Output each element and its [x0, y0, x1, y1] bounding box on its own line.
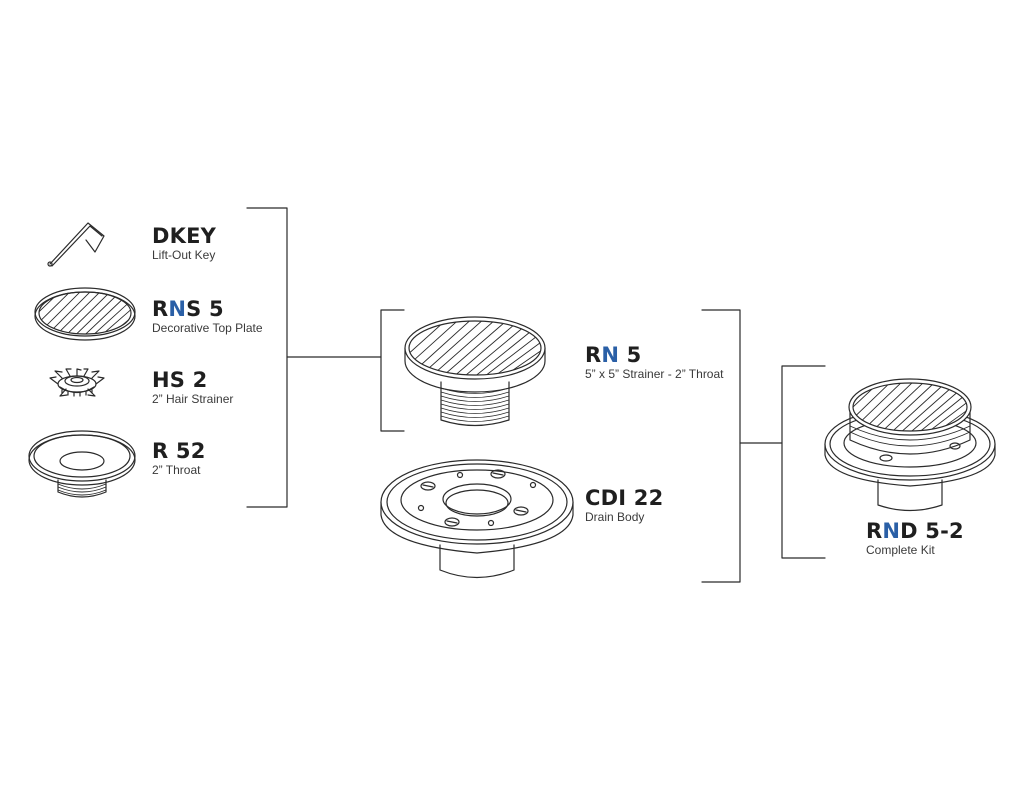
part-description: Drain Body [585, 510, 645, 524]
part-description: Lift-Out Key [152, 248, 216, 262]
part-description: 5” x 5” Strainer - 2” Throat [585, 367, 724, 381]
label-dkey: DKEY Lift-Out Key [152, 224, 217, 263]
hair-strainer-icon [49, 368, 105, 397]
part-description: Decorative Top Plate [152, 321, 263, 335]
part-description: 2” Hair Strainer [152, 392, 234, 406]
part-code: RNS 5 [152, 297, 224, 321]
strainer-assembly-icon [404, 316, 546, 427]
part-code: HS 2 [152, 368, 208, 392]
label-rns5: RNS 5 Decorative Top Plate [152, 297, 263, 336]
label-cdi22: CDI 22 Drain Body [585, 486, 664, 525]
label-hs2: HS 2 2” Hair Strainer [152, 368, 234, 407]
throat-icon [28, 430, 136, 498]
label-rnd52: RND 5-2 Complete Kit [866, 519, 964, 558]
label-r52: R 52 2” Throat [152, 439, 206, 478]
lift-out-key-icon [47, 222, 105, 267]
complete-kit-icon [824, 378, 996, 512]
top-plate-icon [34, 287, 136, 341]
bracket-left [246, 207, 382, 508]
part-code: DKEY [152, 224, 217, 248]
bracket-middle [380, 309, 783, 583]
part-code: R 52 [152, 439, 206, 463]
part-description: Complete Kit [866, 543, 935, 557]
part-code: CDI 22 [585, 486, 664, 510]
part-description: 2” Throat [152, 463, 201, 477]
bracket-right [781, 365, 826, 559]
drain-body-icon [380, 459, 574, 579]
part-code: RN 5 [585, 343, 642, 367]
part-code: RND 5-2 [866, 519, 964, 543]
label-rn5: RN 5 5” x 5” Strainer - 2” Throat [585, 343, 724, 382]
